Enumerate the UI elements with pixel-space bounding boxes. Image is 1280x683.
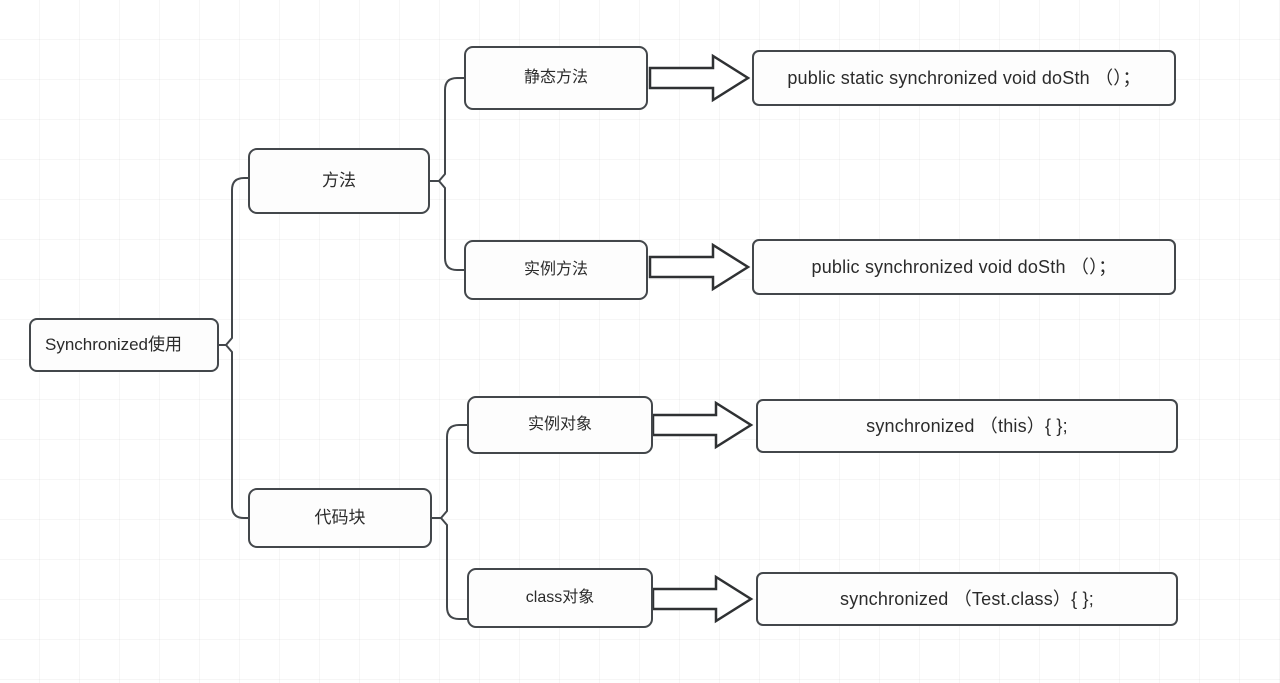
node-leaf-instance-method-label: 实例方法 — [523, 261, 588, 278]
node-code-class-object[interactable]: synchronized （Test.class）{ }; — [756, 572, 1178, 626]
arrow-static-method — [648, 53, 751, 103]
node-root[interactable]: Synchronized使用 — [29, 318, 219, 372]
edge-codeblock-to-classobj — [431, 517, 469, 620]
node-leaf-static-method[interactable]: 静态方法 — [464, 46, 648, 110]
arrow-instance-object — [651, 400, 754, 450]
arrow-class-object — [651, 574, 754, 624]
node-code-static-method-text: public static synchronized void doSth （）… — [787, 67, 1141, 88]
node-code-instance-method[interactable]: public synchronized void doSth （）； — [752, 239, 1176, 295]
node-code-instance-object-text: synchronized （this）{ }; — [866, 415, 1068, 436]
node-code-static-method[interactable]: public static synchronized void doSth （）… — [752, 50, 1176, 106]
edge-method-to-static — [429, 77, 466, 182]
edge-root-to-codeblock — [217, 344, 251, 519]
edge-method-to-instance — [429, 180, 466, 271]
node-code-instance-object[interactable]: synchronized （this）{ }; — [756, 399, 1178, 453]
node-leaf-instance-method[interactable]: 实例方法 — [464, 240, 648, 300]
node-code-class-object-text: synchronized （Test.class）{ }; — [840, 588, 1094, 609]
edge-root-to-method — [217, 177, 251, 346]
node-branch-method[interactable]: 方法 — [248, 148, 430, 214]
node-leaf-instance-object[interactable]: 实例对象 — [467, 396, 653, 454]
edge-codeblock-to-instobj — [431, 424, 469, 519]
node-code-instance-method-text: public synchronized void doSth （）； — [811, 256, 1117, 277]
node-leaf-static-method-label: 静态方法 — [523, 69, 588, 86]
node-leaf-class-object-label: class对象 — [525, 589, 595, 606]
node-leaf-instance-object-label: 实例对象 — [527, 416, 592, 433]
node-branch-codeblock[interactable]: 代码块 — [248, 488, 432, 548]
node-root-label: Synchronized使用 — [45, 335, 183, 355]
arrow-instance-method — [648, 242, 751, 292]
node-branch-method-label: 方法 — [322, 171, 356, 191]
node-leaf-class-object[interactable]: class对象 — [467, 568, 653, 628]
node-branch-codeblock-label: 代码块 — [314, 508, 366, 528]
